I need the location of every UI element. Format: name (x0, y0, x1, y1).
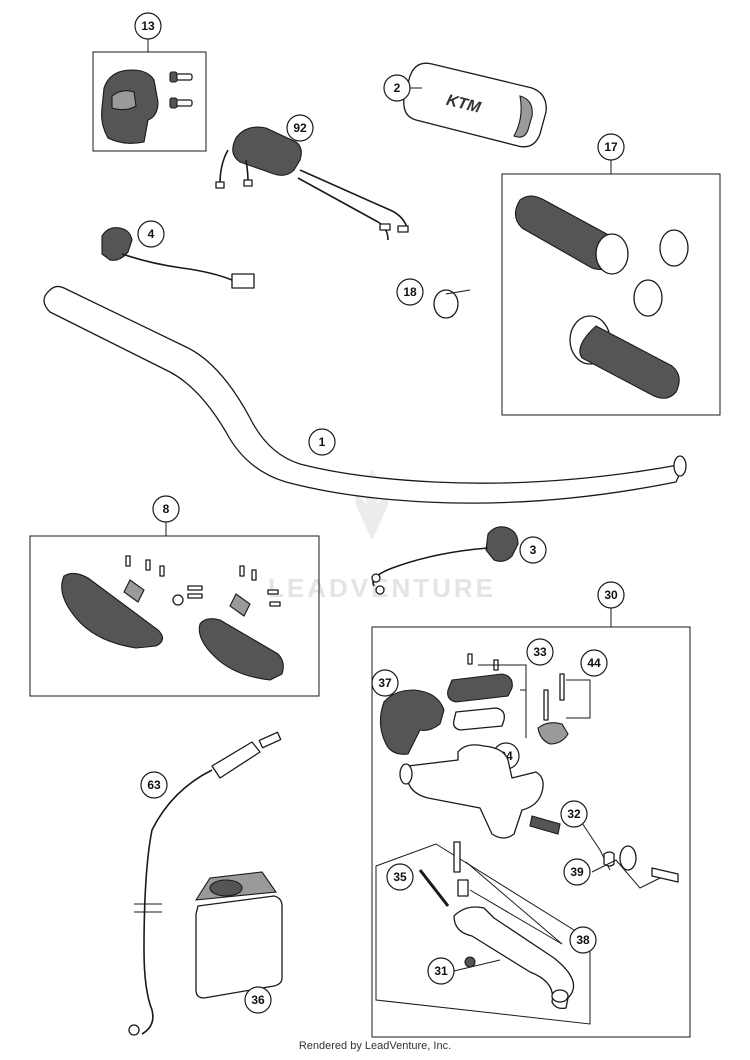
part-37-clamp (379, 689, 445, 755)
callout-92-circle (286, 114, 314, 142)
callout-37-circle (371, 669, 399, 697)
part-3-switch (485, 526, 519, 562)
callout-44-circle (580, 649, 608, 677)
part-4-wire (121, 253, 233, 281)
part-63-group: 63 (128, 731, 282, 1036)
callout-63-circle (140, 771, 168, 799)
part-30-box (371, 626, 691, 1038)
part-92-throttle-housing (232, 126, 302, 176)
part-92-cable-b (297, 177, 389, 241)
callout-38-circle (569, 926, 597, 954)
lever-sub-box (375, 843, 591, 1025)
part-38-pivot-bolt (453, 841, 461, 873)
callout-8: 8 (163, 502, 170, 516)
callout-1-circle (308, 428, 336, 456)
part-3-group: 3 (371, 526, 547, 595)
part-36-bottle-cap (209, 879, 243, 897)
callout-18-circle (396, 278, 424, 306)
part-92-group: 92 (215, 114, 409, 241)
callout-4: 4 (148, 227, 155, 241)
callout-33: 33 (533, 645, 547, 659)
callout-13: 13 (141, 19, 155, 33)
part-4-switch (101, 227, 133, 261)
part-63-hose (141, 769, 213, 1035)
part-8-hardware (123, 555, 281, 617)
part-32-spring (529, 815, 561, 835)
footer-credit: Rendered by LeadVenture, Inc. (298, 1040, 452, 1052)
part-36-bottle (195, 895, 283, 999)
part-13-screws (169, 71, 193, 109)
part-18-cable-tie (433, 289, 459, 319)
part-13-button (111, 90, 137, 111)
part-33-cover (447, 673, 513, 703)
part-17-grip-right (579, 325, 680, 399)
callout-17: 17 (604, 140, 618, 154)
callout-36-circle (244, 986, 272, 1014)
part-44-clamp (537, 722, 569, 745)
callout-3: 3 (530, 543, 537, 557)
part-30-master-cylinder-body (407, 744, 544, 839)
part-8-group: 8 (29, 495, 320, 697)
part-2-bar-pad (403, 62, 547, 148)
part-8-handguard-left (61, 572, 164, 649)
part-35-spring (418, 869, 450, 907)
part-4-group: 4 (101, 220, 255, 289)
callout-35-circle (386, 863, 414, 891)
part-92-cable-a (299, 169, 409, 231)
callout-39: 39 (570, 865, 584, 879)
callout-63: 63 (147, 778, 161, 792)
callout-39-circle (563, 858, 591, 886)
part-13-group: 13 (92, 12, 207, 152)
part-92-wire-a (219, 149, 229, 185)
callout-18: 18 (403, 285, 417, 299)
part-8-box (29, 535, 320, 697)
callout-33-circle (526, 638, 554, 666)
part-17-ring-2 (633, 279, 663, 317)
part-17-ring-1 (659, 229, 689, 267)
part-33-diaphragm (452, 707, 505, 731)
callout-37: 37 (378, 676, 392, 690)
part-39-pushrod (651, 867, 679, 883)
callout-44: 44 (587, 656, 601, 670)
part-30-clutch-lever (453, 906, 575, 1010)
callout-2: 2 (394, 81, 401, 95)
callout-4-circle (137, 220, 165, 248)
callout-31: 31 (434, 964, 448, 978)
part-4-connector (231, 273, 255, 289)
callout-38: 38 (576, 933, 590, 947)
part-1-handlebar-end (673, 455, 687, 477)
callout-35: 35 (393, 870, 407, 884)
callout-32: 32 (567, 807, 581, 821)
part-2-pad-end (513, 95, 533, 138)
callout-1: 1 (319, 435, 326, 449)
part-63-fitting (211, 741, 261, 779)
callout-36: 36 (251, 993, 265, 1007)
part-2-group: KTM 2 (383, 62, 547, 148)
callout-3-circle (519, 536, 547, 564)
callout-32-circle (560, 800, 588, 828)
callout-92: 92 (293, 121, 307, 135)
part-1-group: 1 (43, 285, 687, 504)
part-13-box (92, 51, 207, 152)
part-38-bushing (457, 879, 469, 897)
part-17-grip-flange-left (595, 233, 629, 275)
part-36-group: 36 (194, 871, 283, 1014)
part-39-boot (619, 845, 637, 871)
part-18-group: 18 (396, 278, 471, 319)
part-8-handguard-right (198, 618, 284, 681)
part-30-group: 30 37 33 34 44 32 (371, 581, 691, 1038)
part-17-group: 17 (501, 133, 721, 416)
callout-30: 30 (604, 588, 618, 602)
